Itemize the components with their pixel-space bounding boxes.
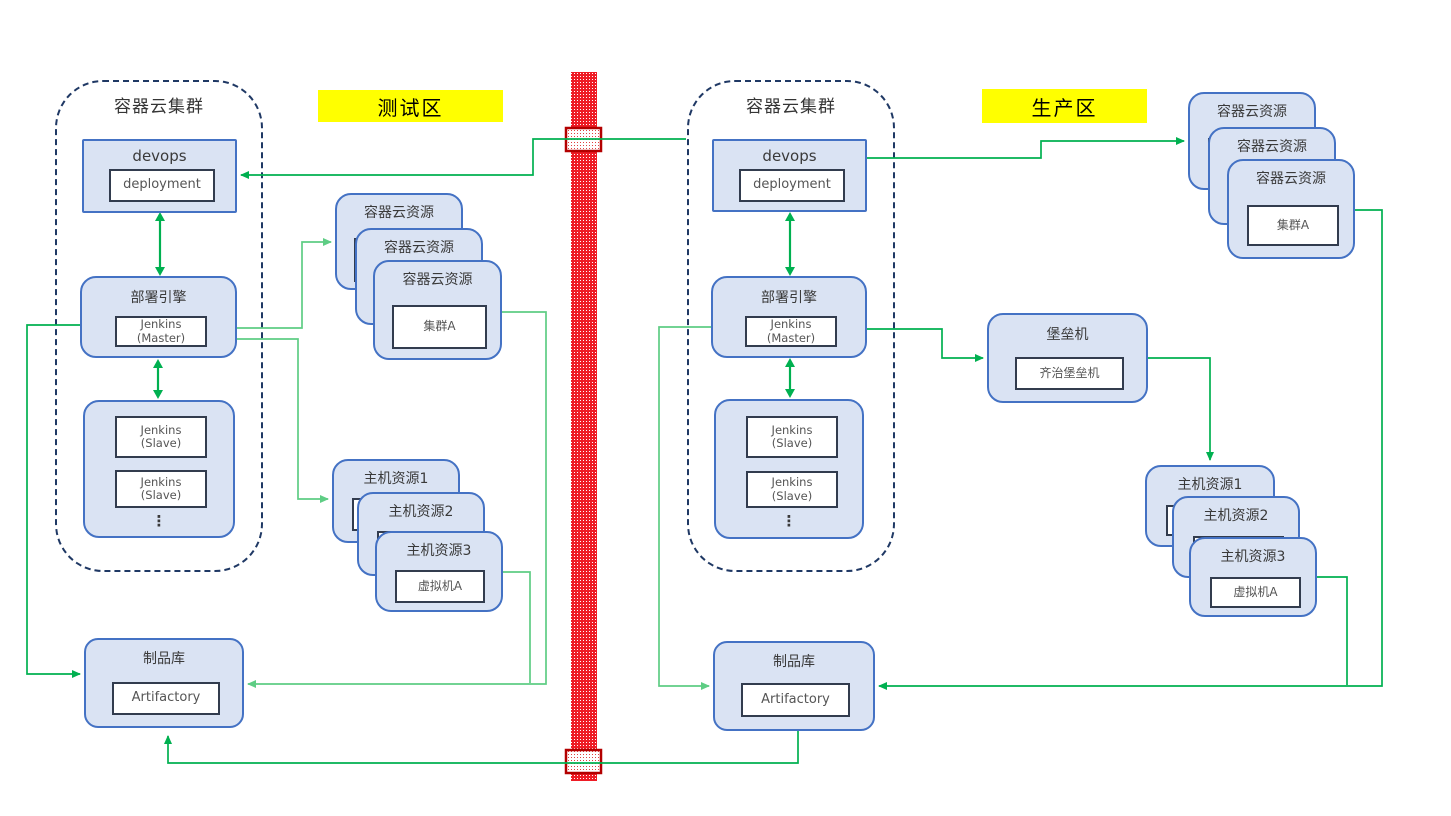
prod-slave2-line1: Jenkins bbox=[771, 475, 813, 490]
prod-slave1-line2: (Slave) bbox=[771, 436, 813, 450]
prod-host-card-2-title: 主机资源2 bbox=[1203, 508, 1269, 524]
edge-bastion-to-host-stack bbox=[1148, 357, 1214, 461]
test-slave2-line2: (Slave) bbox=[140, 488, 182, 502]
prod-cloud-card-3: 容器云资源 集群A bbox=[1227, 159, 1355, 259]
test-vm-a-label: 虚拟机A bbox=[417, 578, 463, 593]
test-artifact-repo-title: 制品库 bbox=[143, 651, 185, 667]
test-slaves-ellipsis: ⋮ bbox=[151, 512, 167, 530]
test-jenkins-slave1-box: Jenkins (Slave) bbox=[115, 416, 207, 458]
prod-jenkins-slave1-box: Jenkins (Slave) bbox=[746, 416, 838, 458]
prod-slaves-ellipsis: ⋮ bbox=[781, 512, 797, 530]
test-artifactory-box: Artifactory bbox=[112, 682, 220, 715]
prod-cloud-card-1-title: 容器云资源 bbox=[1217, 104, 1287, 120]
firewall-bar bbox=[564, 72, 603, 781]
prod-zone-label: 生产区 bbox=[982, 89, 1147, 123]
test-deployment-label: deployment bbox=[123, 177, 201, 193]
prod-artifact-repo-box: 制品库 Artifactory bbox=[713, 641, 875, 731]
prod-cluster-title: 容器云集群 bbox=[746, 97, 836, 117]
prod-cloud-card-3-title: 容器云资源 bbox=[1256, 171, 1326, 187]
test-slaves-box: Jenkins (Slave) Jenkins (Slave) ⋮ bbox=[83, 400, 235, 538]
firewall-crossing-bottom bbox=[564, 748, 603, 775]
test-zone-label: 测试区 bbox=[318, 90, 503, 122]
prod-host-card-3-title: 主机资源3 bbox=[1220, 549, 1286, 565]
edge-prod-host-to-repo bbox=[1317, 576, 1348, 685]
prod-slaves-box: Jenkins (Slave) Jenkins (Slave) ⋮ bbox=[714, 399, 864, 539]
test-cloud-card-3: 容器云资源 集群A bbox=[373, 260, 502, 360]
prod-bastion-box: 堡垒机 齐治堡垒机 bbox=[987, 313, 1148, 403]
prod-artifactory-label: Artifactory bbox=[761, 691, 830, 707]
prod-bastion-title: 堡垒机 bbox=[1046, 327, 1089, 343]
test-deploy-engine-box: 部署引擎 Jenkins (Master) bbox=[80, 276, 237, 358]
prod-devops-box: devops deployment bbox=[712, 139, 867, 212]
prod-jenkins-master-box: Jenkins (Master) bbox=[745, 316, 837, 347]
test-artifactory-label: Artifactory bbox=[131, 690, 201, 706]
prod-jenkins-slave2-box: Jenkins (Slave) bbox=[746, 471, 838, 508]
test-cloud-card-2-title: 容器云资源 bbox=[384, 240, 454, 256]
test-cloud-card-1-title: 容器云资源 bbox=[364, 205, 434, 221]
prod-cluster-a-label: 集群A bbox=[1276, 217, 1310, 232]
test-host-card-3: 主机资源3 虚拟机A bbox=[375, 531, 503, 612]
prod-vm-a-box: 虚拟机A bbox=[1210, 577, 1301, 608]
edge-test-host-to-repo bbox=[503, 571, 531, 683]
test-cluster-title: 容器云集群 bbox=[114, 97, 204, 117]
prod-deployment-label: deployment bbox=[753, 177, 831, 193]
test-cluster-a-label: 集群A bbox=[423, 319, 456, 334]
edge-prod-devops-to-cloud-stack bbox=[867, 137, 1185, 159]
prod-host-card-3: 主机资源3 虚拟机A bbox=[1189, 537, 1317, 617]
edge-prod-to-test-devops bbox=[240, 138, 686, 179]
test-artifact-repo-box: 制品库 Artifactory bbox=[84, 638, 244, 728]
edge-prod-repo-to-test-repo bbox=[164, 731, 799, 764]
prod-cloud-card-2-title: 容器云资源 bbox=[1237, 139, 1307, 155]
test-vm-a-box: 虚拟机A bbox=[395, 570, 485, 603]
prod-host-card-1-title: 主机资源1 bbox=[1177, 477, 1243, 493]
prod-artifact-repo-title: 制品库 bbox=[773, 654, 815, 670]
test-host-card-3-title: 主机资源3 bbox=[406, 543, 472, 559]
test-devops-title: devops bbox=[132, 147, 187, 165]
test-host-card-2-title: 主机资源2 bbox=[388, 504, 454, 520]
test-deploy-engine-title: 部署引擎 bbox=[130, 290, 187, 306]
test-jenkins-master-line1: Jenkins bbox=[140, 317, 182, 332]
prod-slave2-line2: (Slave) bbox=[771, 488, 813, 503]
test-slave1-line1: Jenkins bbox=[140, 422, 182, 437]
test-cluster-a-box: 集群A bbox=[392, 305, 487, 349]
prod-bastion-inner-box: 齐治堡垒机 bbox=[1015, 357, 1124, 390]
prod-jenkins-master-line2: (Master) bbox=[766, 330, 816, 345]
test-jenkins-master-line2: (Master) bbox=[136, 330, 186, 345]
test-jenkins-slave2-box: Jenkins (Slave) bbox=[115, 470, 207, 508]
test-host-card-1-title: 主机资源1 bbox=[363, 471, 429, 487]
prod-devops-title: devops bbox=[762, 147, 817, 165]
test-jenkins-master-box: Jenkins (Master) bbox=[115, 316, 207, 347]
prod-artifactory-box: Artifactory bbox=[741, 683, 850, 717]
firewall-crossing-top bbox=[564, 126, 603, 153]
prod-deployment-box: deployment bbox=[739, 169, 845, 202]
prod-slave1-line1: Jenkins bbox=[771, 422, 813, 437]
prod-deploy-engine-box: 部署引擎 Jenkins (Master) bbox=[711, 276, 867, 358]
prod-vm-a-label: 虚拟机A bbox=[1233, 584, 1278, 599]
test-slave1-line2: (Slave) bbox=[140, 436, 182, 450]
test-cloud-card-3-title: 容器云资源 bbox=[402, 272, 473, 288]
prod-jenkins-master-line1: Jenkins bbox=[770, 317, 812, 332]
test-slave2-line1: Jenkins bbox=[140, 474, 182, 489]
prod-deploy-engine-title: 部署引擎 bbox=[761, 290, 817, 306]
test-deployment-box: deployment bbox=[109, 169, 215, 202]
prod-cluster-a-box: 集群A bbox=[1247, 205, 1339, 246]
test-devops-box: devops deployment bbox=[82, 139, 237, 213]
prod-bastion-inner-label: 齐治堡垒机 bbox=[1039, 365, 1100, 380]
